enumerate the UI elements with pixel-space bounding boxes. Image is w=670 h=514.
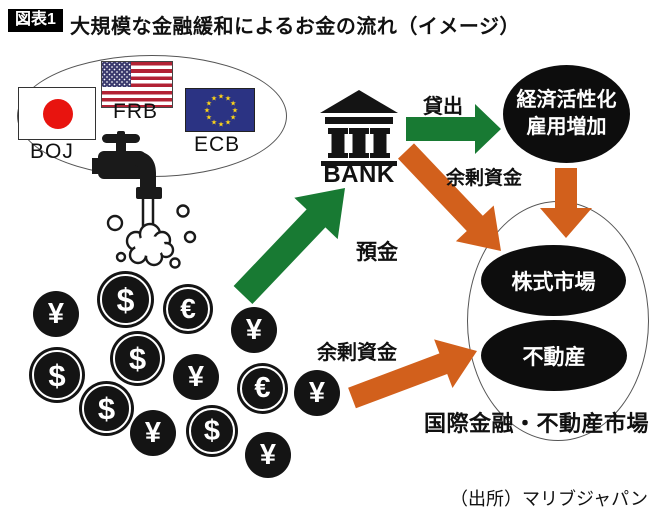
surplus-funds-top-label: 余剰資金 <box>446 168 523 189</box>
deposit-label: 預金 <box>356 241 398 264</box>
eu-star-icon: ★ <box>231 107 239 115</box>
coin-yen: ¥ <box>130 410 176 456</box>
surplus-funds-bottom-label: 余剰資金 <box>317 342 397 364</box>
market-caption: 国際金融・不動産市場 <box>424 411 650 436</box>
eu-star-icon: ★ <box>217 121 225 129</box>
eu-star-icon: ★ <box>224 119 232 127</box>
real-estate-node: 不動産 <box>481 320 627 391</box>
stock-market-node: 株式市場 <box>481 245 626 316</box>
bank-building-icon <box>320 90 398 166</box>
outcome-line2: 雇用増加 <box>526 116 607 138</box>
coin-symbol: $ <box>97 391 116 426</box>
coin-dollar: $ <box>186 405 238 457</box>
figure-title: 大規模な金融緩和によるお金の流れ（イメージ） <box>70 16 520 38</box>
eu-star-icon: ★ <box>229 100 237 108</box>
outcome-line1: 経済活性化 <box>516 89 617 111</box>
coin-symbol: $ <box>203 414 221 447</box>
eu-star-icon: ★ <box>205 114 213 122</box>
eu-star-icon: ★ <box>229 114 237 122</box>
eu-star-icon: ★ <box>205 100 213 108</box>
eu-star-icon: ★ <box>210 95 218 103</box>
coin-symbol: ¥ <box>144 416 162 449</box>
coin-dollar: $ <box>110 331 165 386</box>
coin-dollar: $ <box>29 347 85 403</box>
coin-symbol: $ <box>48 357 66 393</box>
faucet-icon <box>92 131 197 269</box>
coin-euro: € <box>237 363 288 414</box>
ecb-label: ECB <box>194 133 241 156</box>
coin-dollar: $ <box>79 381 134 436</box>
boj-label: BOJ <box>30 140 74 163</box>
coin-yen: ¥ <box>33 291 79 337</box>
eu-star-icon: ★ <box>224 95 232 103</box>
coin-yen: ¥ <box>245 432 291 478</box>
coin-symbol: € <box>254 372 271 404</box>
eu-star-icon: ★ <box>210 119 218 127</box>
deposit-arrow <box>233 188 345 304</box>
coin-symbol: $ <box>116 281 135 318</box>
japan-flag <box>18 87 96 140</box>
eu-flag: ★★★★★★★★★★★★ <box>185 88 255 132</box>
coin-symbol: $ <box>128 341 147 376</box>
coin-symbol: € <box>180 293 196 324</box>
coin-dollar: $ <box>97 271 154 328</box>
coin-symbol: ¥ <box>259 438 277 471</box>
japan-flag-sun <box>43 99 73 129</box>
surplus-arrow-from-bank <box>398 143 501 251</box>
splash-icon <box>106 204 197 269</box>
frb-label: FRB <box>113 100 158 123</box>
us-flag-canton <box>102 62 131 87</box>
coin-symbol: ¥ <box>187 360 205 393</box>
coin-yen: ¥ <box>231 307 277 353</box>
coin-symbol: ¥ <box>245 313 263 346</box>
lending-label: 貸出 <box>423 96 463 118</box>
coin-yen: ¥ <box>173 354 219 400</box>
outcome-node: 経済活性化 雇用増加 <box>503 65 630 163</box>
eu-star-icon: ★ <box>203 107 211 115</box>
coin-symbol: ¥ <box>47 297 65 330</box>
eu-star-icon: ★ <box>217 93 225 101</box>
figure-tag: 図表1 <box>8 9 63 32</box>
stock-market-label: 株式市場 <box>511 270 596 294</box>
coin-euro: € <box>163 284 213 334</box>
coin-symbol: ¥ <box>308 376 326 409</box>
coin-yen: ¥ <box>294 370 340 416</box>
bank-label: BANK <box>323 161 395 188</box>
real-estate-label: 不動産 <box>522 345 586 369</box>
us-flag <box>101 61 173 108</box>
source-credit: （出所）マリブジャパン <box>450 489 648 509</box>
